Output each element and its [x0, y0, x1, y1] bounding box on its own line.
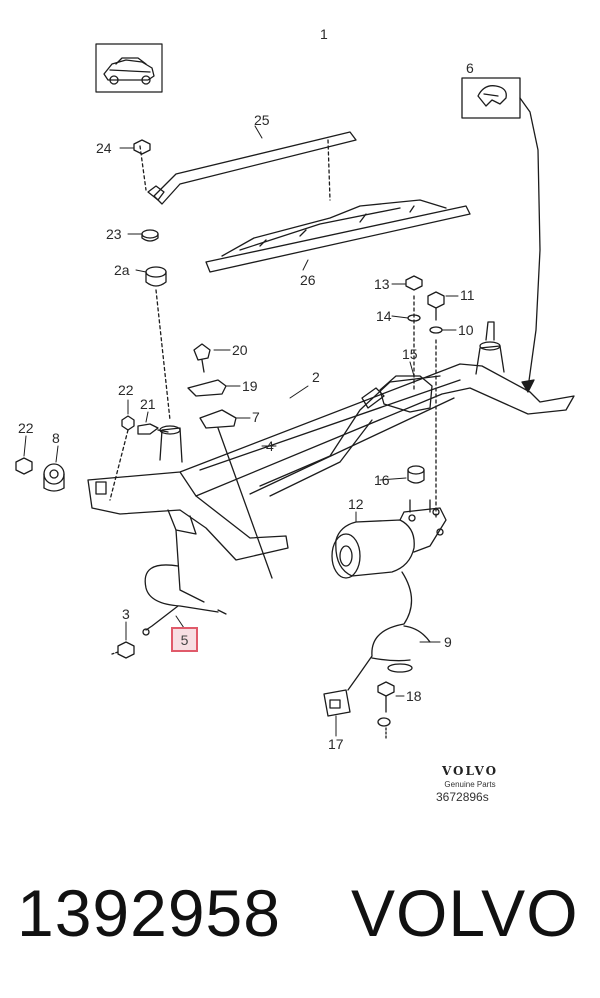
callout-1: 1	[320, 26, 328, 42]
wiper-arm	[139, 131, 357, 205]
cable-5	[142, 529, 227, 636]
screw-21	[137, 423, 169, 435]
footer: 1392958 VOLVO	[0, 868, 600, 958]
arrow-head	[521, 379, 535, 393]
part-number: 1392958	[17, 876, 281, 950]
bushing-2a	[145, 266, 167, 287]
callout-23: 23	[106, 226, 122, 242]
callout-4: 4	[266, 438, 274, 454]
callout-24: 24	[96, 140, 112, 156]
figure-code: 3672896s	[436, 790, 489, 804]
callout-5: 5	[180, 631, 189, 648]
clip-20	[193, 343, 211, 373]
wiper-blade	[205, 199, 471, 273]
highlighted-callout-5: 5	[171, 627, 198, 652]
arrow-line	[519, 97, 541, 389]
nut-22-left	[15, 457, 33, 475]
grommet-8	[43, 463, 65, 492]
callout-12: 12	[348, 496, 364, 512]
car-icon	[95, 43, 163, 93]
brand-name: VOLVO	[441, 764, 499, 778]
leader-lines	[23, 125, 459, 737]
bracket-7	[199, 409, 237, 429]
bracket-19	[187, 379, 227, 397]
wiper-assembly-diagram	[15, 43, 575, 741]
wiper-motor	[331, 499, 447, 579]
nut-22-mid	[121, 415, 135, 431]
callout-20: 20	[232, 342, 248, 358]
callout-15: 15	[402, 346, 418, 362]
callout-9: 9	[444, 634, 452, 650]
callout-25: 25	[254, 112, 270, 128]
screw-18	[377, 681, 395, 727]
callout-16: 16	[374, 472, 390, 488]
callout-2a: 2a	[114, 262, 130, 278]
callout-14: 14	[376, 308, 392, 324]
washer-23	[141, 229, 159, 242]
callout-19: 19	[242, 378, 258, 394]
callout-8: 8	[52, 430, 60, 446]
clip-icon	[461, 77, 521, 119]
washer-10	[429, 326, 443, 334]
brand-block: VOLVO Genuine Parts	[430, 764, 510, 789]
callout-13: 13	[374, 276, 390, 292]
callout-2: 2	[312, 369, 320, 385]
manufacturer: VOLVO	[351, 876, 579, 950]
bolt-11	[427, 291, 445, 321]
connector-17	[323, 689, 351, 717]
bushing-16	[407, 465, 425, 484]
callout-22-left: 22	[18, 420, 34, 436]
fastener-13	[405, 275, 423, 291]
linkage-frame	[87, 321, 575, 561]
callout-26: 26	[300, 272, 316, 288]
nut-3	[111, 641, 135, 659]
callout-11: 11	[460, 287, 475, 303]
wiring-harness	[347, 571, 431, 691]
callout-6: 6	[466, 60, 474, 76]
brand-subtitle: Genuine Parts	[444, 780, 496, 789]
callout-3: 3	[122, 606, 130, 622]
callout-7: 7	[252, 409, 260, 425]
callout-17: 17	[328, 736, 344, 752]
callout-21: 21	[140, 396, 156, 412]
callout-10: 10	[458, 322, 474, 338]
callout-22-mid: 22	[118, 382, 134, 398]
nut-24	[133, 139, 151, 155]
callout-18: 18	[406, 688, 422, 704]
